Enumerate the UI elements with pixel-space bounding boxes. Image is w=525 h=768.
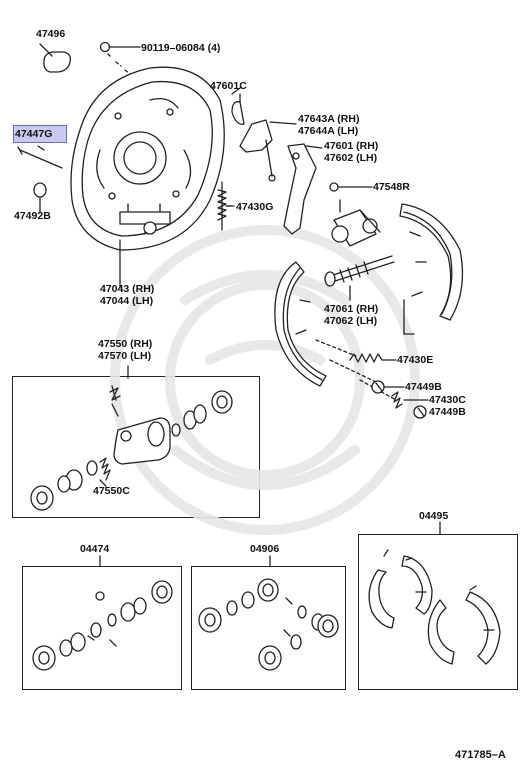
label-47062: 47062 (LH) bbox=[324, 315, 378, 327]
diagram-id-label: 471785–A bbox=[455, 749, 506, 761]
label-47430e: 47430E bbox=[397, 354, 434, 366]
label-47061: 47061 (RH) bbox=[324, 303, 379, 315]
cylinder-exploded[interactable] bbox=[30, 385, 233, 511]
label-47492b: 47492B bbox=[14, 210, 51, 222]
kit-box-04474 bbox=[22, 566, 182, 690]
label-47644a: 47644A (LH) bbox=[298, 125, 359, 137]
kit-04474-parts[interactable] bbox=[32, 555, 173, 671]
backing-plate-47043[interactable] bbox=[70, 66, 225, 281]
highlight-box-47447g[interactable] bbox=[13, 125, 67, 143]
label-47570: 47570 (LH) bbox=[98, 350, 152, 362]
kit-04495-parts[interactable] bbox=[368, 521, 501, 665]
kit-box-04495 bbox=[358, 534, 518, 690]
kit-box-wheel-cylinder bbox=[12, 376, 260, 518]
label-47496: 47496 bbox=[36, 28, 66, 40]
label-47601c: 47601C bbox=[210, 80, 247, 92]
kit-04906-parts[interactable] bbox=[198, 555, 339, 671]
cup-47449b-lower[interactable] bbox=[413, 405, 427, 419]
spring-47430e[interactable] bbox=[349, 353, 397, 363]
pin-47447g[interactable] bbox=[17, 145, 63, 169]
label-47449b-upper: 47449B bbox=[405, 381, 442, 393]
kit-box-04906 bbox=[191, 566, 346, 690]
spring-47430c[interactable] bbox=[391, 391, 429, 409]
label-47044: 47044 (LH) bbox=[100, 295, 154, 307]
label-90119: 90119–06084 (4) bbox=[141, 42, 221, 54]
label-47430c: 47430C bbox=[429, 394, 466, 406]
adjuster-47061[interactable] bbox=[324, 255, 395, 301]
cup-47449b-upper[interactable] bbox=[371, 380, 405, 394]
label-47449b-lower: 47449B bbox=[429, 406, 466, 418]
brake-shoe-right[interactable] bbox=[399, 203, 464, 335]
clip-47601c[interactable] bbox=[231, 93, 245, 125]
bolt-90119[interactable] bbox=[99, 41, 141, 75]
leader-lines bbox=[39, 87, 241, 379]
plug-47496[interactable] bbox=[39, 43, 72, 73]
label-47643a: 47643A (RH) bbox=[298, 113, 360, 125]
label-47548r: 47548R bbox=[373, 181, 410, 193]
label-04474: 04474 bbox=[80, 543, 110, 555]
label-47601: 47601 (RH) bbox=[324, 140, 379, 152]
label-04906: 04906 bbox=[250, 543, 280, 555]
brake-shoe-left[interactable] bbox=[274, 261, 327, 387]
strut-47601[interactable] bbox=[283, 143, 323, 235]
washer-47492b[interactable] bbox=[33, 182, 47, 207]
label-47043: 47043 (RH) bbox=[100, 283, 155, 295]
label-47550c: 47550C bbox=[93, 485, 130, 497]
watermark-emblem bbox=[110, 225, 420, 535]
label-47550: 47550 (RH) bbox=[98, 338, 153, 350]
label-04495: 04495 bbox=[419, 510, 449, 522]
nut-47548r[interactable] bbox=[329, 182, 373, 192]
label-47602: 47602 (LH) bbox=[324, 152, 378, 164]
label-47430g: 47430G bbox=[236, 201, 274, 213]
wheel-cylinder-assy[interactable] bbox=[331, 199, 381, 247]
label-47447g[interactable]: 47447G bbox=[15, 128, 53, 140]
lever-47643a[interactable] bbox=[239, 119, 297, 182]
